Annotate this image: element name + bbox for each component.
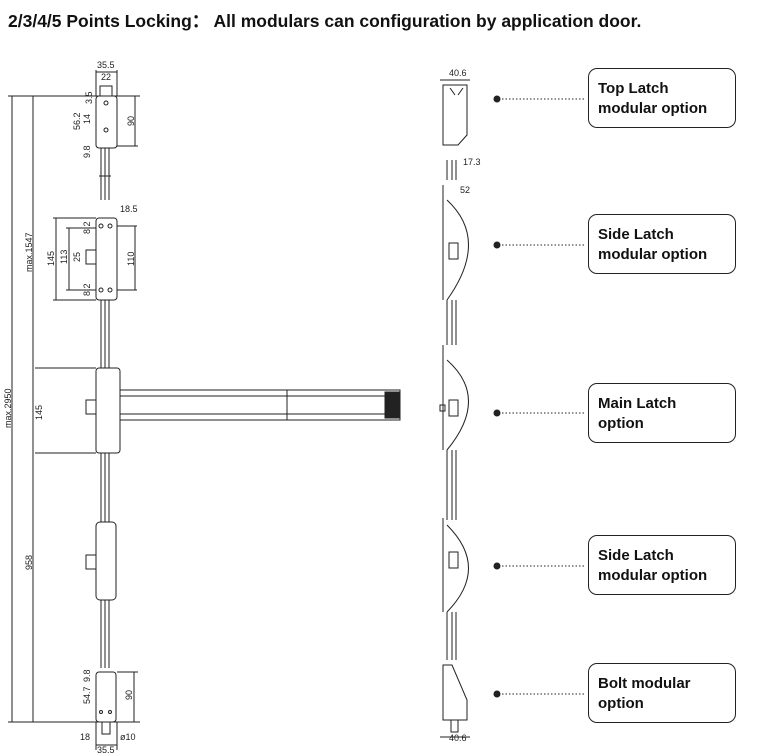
callout-line: Side Latch [598, 547, 674, 564]
dimension-labels: 35.5 22 3.5 56.2 14 9.8 90 18.5 145 113 … [3, 60, 481, 755]
left-dimension-lines [8, 70, 140, 750]
left-rods [99, 147, 111, 668]
right-profile-views [439, 79, 470, 738]
callout-line: Bolt modular [598, 675, 691, 692]
dim-label: 8.2 [82, 283, 92, 296]
left-lower-side-latch-module [85, 521, 117, 601]
left-top-latch-module [95, 85, 118, 149]
dim-label: 145 [46, 251, 56, 266]
left-main-push-bar [85, 367, 401, 454]
dim-label: 35.5 [97, 745, 115, 755]
callout-line: Side Latch [598, 226, 674, 243]
callout-line: modular option [598, 246, 708, 263]
dim-label: 18 [80, 732, 90, 742]
dim-label: 22 [101, 72, 111, 82]
dim-label: 40.6 [449, 733, 467, 743]
dim-label: 9.8 [82, 145, 92, 158]
left-side-latch-module [53, 217, 137, 301]
dim-label: 3.5 [84, 91, 94, 104]
callout-line: Main Latch [598, 395, 677, 412]
dim-label: 145 [34, 405, 44, 420]
callout-line: option [598, 415, 644, 432]
dim-label: 56.2 [72, 112, 82, 130]
dim-label: 14 [82, 114, 92, 124]
dim-label: 8.2 [82, 221, 92, 234]
dim-label: 54.7 [82, 686, 92, 704]
dim-label: 113 [59, 250, 69, 264]
callout-line: Top Latch [598, 80, 669, 97]
dim-label: 52 [460, 185, 470, 195]
dim-label: 9.8 [82, 669, 92, 682]
dim-label: 958 [24, 555, 34, 570]
dim-label: 110 [126, 252, 136, 266]
dim-label: max.2950 [3, 388, 13, 428]
dim-label: 35.5 [97, 60, 115, 70]
left-bolt-module [95, 671, 117, 735]
callout-bolt: Bolt modular option [588, 663, 736, 723]
callout-leaders [493, 95, 585, 698]
dim-label: 18.5 [120, 204, 138, 214]
callout-main-latch: Main Latch option [588, 383, 736, 443]
callout-line: option [598, 695, 644, 712]
dim-label: 90 [124, 690, 134, 700]
dim-label: 17.3 [463, 157, 481, 167]
dim-label: 25 [72, 252, 82, 262]
callout-line: modular option [598, 100, 708, 117]
dim-label: max.1547 [24, 232, 34, 272]
callout-line: modular option [598, 567, 708, 584]
callout-side-latch-upper: Side Latch modular option [588, 214, 736, 274]
page-title: 2/3/4/5 Points Locking： All modulars can… [8, 11, 642, 31]
callout-top-latch: Top Latch modular option [588, 68, 736, 128]
dim-label: 40.6 [449, 68, 467, 78]
dim-label: ø10 [120, 732, 136, 742]
callout-side-latch-lower: Side Latch modular option [588, 535, 736, 595]
dim-label: 90 [126, 116, 136, 126]
